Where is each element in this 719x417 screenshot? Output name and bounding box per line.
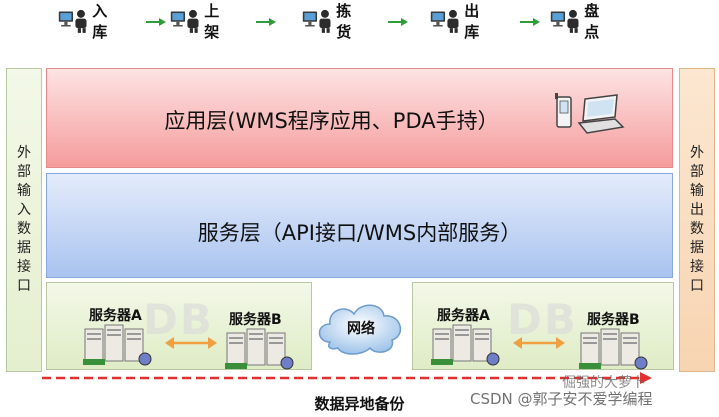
- side-char: 口: [690, 277, 704, 296]
- worker-at-computer-icon: [302, 5, 335, 37]
- side-char: 数: [17, 220, 31, 239]
- flow-step-label: 拣货: [336, 0, 360, 42]
- side-char: 接: [690, 258, 704, 277]
- worker-at-computer-icon: [550, 5, 583, 37]
- flow-step-label: 盘点: [584, 0, 608, 42]
- flow-step-picking: 拣货: [302, 4, 360, 38]
- bidirectional-arrow-icon: [165, 337, 217, 349]
- side-char: 据: [690, 239, 704, 258]
- service-layer: 服务层（API接口/WMS内部服务）: [46, 173, 673, 278]
- flow-step-inventory: 盘点: [550, 4, 608, 38]
- flow-arrow-icon: [388, 18, 408, 26]
- server-rack-icon: [429, 319, 505, 367]
- external-output-interface-bar: 外 部 输 出 数 据 接 口: [679, 68, 715, 372]
- network-label: 网络: [312, 318, 410, 338]
- service-layer-label: 服务层（API接口/WMS内部服务）: [47, 217, 672, 247]
- server-rack-icon: [81, 319, 157, 367]
- side-char: 部: [17, 163, 31, 182]
- side-char: 部: [690, 163, 704, 182]
- side-char: 口: [17, 277, 31, 296]
- side-char: 外: [690, 144, 704, 163]
- pda-laptop-icon: [553, 93, 625, 137]
- server-rack-icon: [577, 323, 653, 371]
- flow-arrow-icon: [520, 18, 540, 26]
- server-group-primary: DB 服务器A 服务器B: [46, 282, 312, 370]
- watermark-text: CSDN @郭子安不爱学编程: [470, 388, 653, 409]
- server-group-backup: DB 服务器A 服务器B: [412, 282, 674, 370]
- external-input-interface-bar: 外 部 输 入 数 据 接 口: [6, 68, 42, 372]
- side-char: 出: [690, 201, 704, 220]
- worker-at-computer-icon: [430, 5, 463, 37]
- flow-step-label: 出库: [464, 0, 488, 42]
- application-layer: 应用层(WMS程序应用、PDA手持）: [46, 68, 673, 168]
- side-char: 据: [17, 239, 31, 258]
- side-char: 接: [17, 258, 31, 277]
- server-rack-icon: [223, 323, 299, 371]
- flow-step-label: 入库: [92, 0, 116, 42]
- worker-at-computer-icon: [170, 5, 203, 37]
- bidirectional-arrow-icon: [513, 337, 565, 349]
- side-char: 外: [17, 144, 31, 163]
- side-char: 输: [17, 182, 31, 201]
- backup-dashed-arrow-icon: [40, 372, 652, 384]
- flow-arrow-icon: [256, 18, 276, 26]
- flow-arrow-icon: [146, 18, 166, 26]
- side-char: 入: [17, 201, 31, 220]
- flow-step-label: 上架: [204, 0, 228, 42]
- flow-step-shelving: 上架: [170, 4, 228, 38]
- side-char: 数: [690, 220, 704, 239]
- flow-step-outbound: 出库: [430, 4, 488, 38]
- side-char: 输: [690, 182, 704, 201]
- flow-step-inbound: 入库: [58, 4, 116, 38]
- worker-at-computer-icon: [58, 5, 91, 37]
